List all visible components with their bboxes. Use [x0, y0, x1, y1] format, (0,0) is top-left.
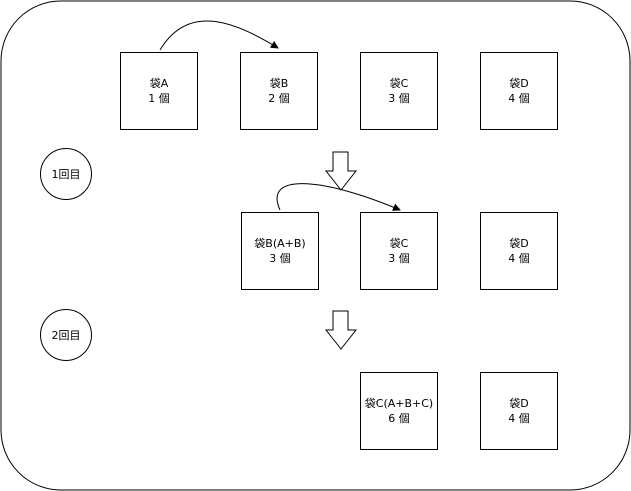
move-arrow-b-to-c [276, 183, 401, 211]
bag-count: 3 個 [269, 252, 291, 265]
move-arrow-a-to-b [159, 20, 279, 51]
stage1-bag-a: 袋A 1 個 [120, 52, 198, 130]
bag-name: 袋A [149, 77, 169, 90]
bag-name: 袋C(A+B+C) [364, 397, 434, 410]
bag-count: 4 個 [508, 412, 530, 425]
bag-name: 袋D [509, 77, 529, 90]
bag-count: 6 個 [388, 412, 410, 425]
bag-count: 2 個 [268, 92, 290, 105]
round-2-text: 2回目 [51, 329, 81, 342]
step-down-arrow-1 [324, 151, 358, 191]
bag-name: 袋C [389, 77, 409, 90]
stage2-bag-b: 袋B(A+B) 3 個 [241, 212, 319, 290]
round-2-label: 2回目 [40, 309, 92, 361]
bag-name: 袋D [509, 397, 529, 410]
stage1-bag-c: 袋C 3 個 [360, 52, 438, 130]
bag-count: 3 個 [388, 252, 410, 265]
bag-name: 袋D [509, 237, 529, 250]
bag-count: 4 個 [508, 252, 530, 265]
step-down-arrow-2 [324, 310, 358, 350]
bag-count: 3 個 [388, 92, 410, 105]
round-1-label: 1回目 [40, 148, 92, 200]
bag-name: 袋C [389, 237, 409, 250]
bag-count: 1 個 [148, 92, 170, 105]
stage3-bag-d: 袋D 4 個 [480, 372, 558, 450]
stage2-bag-c: 袋C 3 個 [360, 212, 438, 290]
stage3-bag-c: 袋C(A+B+C) 6 個 [360, 372, 438, 450]
stage1-bag-d: 袋D 4 個 [480, 52, 558, 130]
bag-name: 袋B(A+B) [254, 237, 306, 250]
round-1-text: 1回目 [51, 168, 81, 181]
bag-name: 袋B [269, 77, 289, 90]
bag-count: 4 個 [508, 92, 530, 105]
stage1-bag-b: 袋B 2 個 [240, 52, 318, 130]
stage2-bag-d: 袋D 4 個 [480, 212, 558, 290]
